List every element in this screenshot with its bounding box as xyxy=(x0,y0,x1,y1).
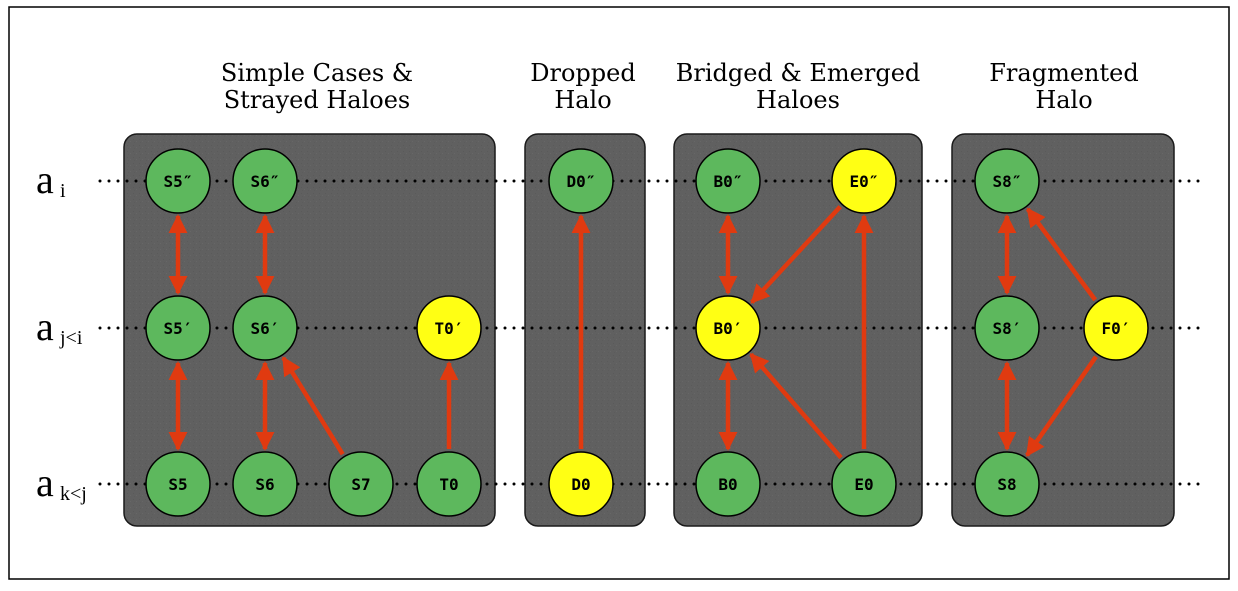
node-label: B0″ xyxy=(714,172,743,191)
node-B0p: B0′ xyxy=(695,295,761,361)
node-S5p: S5′ xyxy=(145,295,211,361)
node-label: S6″ xyxy=(251,172,280,191)
node-circle xyxy=(695,451,761,517)
node-label: S6′ xyxy=(251,319,280,338)
node-circle xyxy=(145,148,211,214)
arrow-E0-B0p xyxy=(749,352,843,460)
row-label-main: a xyxy=(36,304,54,349)
node-D0pp: D0″ xyxy=(548,148,614,214)
node-S6p: S6′ xyxy=(232,295,298,361)
node-circle xyxy=(232,295,298,361)
node-S7: S7 xyxy=(328,451,394,517)
node-label: S8 xyxy=(997,475,1016,494)
node-T0p: T0′ xyxy=(416,295,482,361)
panel-title-simple-line1: Simple Cases & xyxy=(221,59,413,87)
node-circle xyxy=(328,451,394,517)
node-circle xyxy=(695,148,761,214)
node-label: S8″ xyxy=(993,172,1022,191)
node-S5pp: S5″ xyxy=(145,148,211,214)
node-circle xyxy=(145,451,211,517)
node-label: T0′ xyxy=(435,319,464,338)
node-circle xyxy=(974,148,1040,214)
panel-title-simple-line2: Strayed Haloes xyxy=(224,86,411,114)
node-circle xyxy=(831,451,897,517)
node-S5: S5 xyxy=(145,451,211,517)
node-circle xyxy=(548,451,614,517)
row-label-sub: i xyxy=(60,180,66,202)
node-S8pp: S8″ xyxy=(974,148,1040,214)
node-E0pp: E0″ xyxy=(831,148,897,214)
arrow-E0pp-B0p xyxy=(750,205,842,304)
node-F0p: F0′ xyxy=(1083,295,1149,361)
panel-title-fragmented-line2: Halo xyxy=(1035,86,1092,114)
node-B0: B0 xyxy=(695,451,761,517)
node-circle xyxy=(416,451,482,517)
node-B0pp: B0″ xyxy=(695,148,761,214)
node-label: T0 xyxy=(439,475,458,494)
node-label: D0 xyxy=(571,475,590,494)
panel-simple xyxy=(123,133,496,527)
panel-title-bridged-line2: Haloes xyxy=(756,86,840,114)
node-label: S5″ xyxy=(164,172,193,191)
node-circle xyxy=(548,148,614,214)
node-T0: T0 xyxy=(416,451,482,517)
panel-title-dropped-line2: Halo xyxy=(554,86,611,114)
row-label-main: a xyxy=(36,157,54,202)
node-label: B0′ xyxy=(714,319,743,338)
node-label: B0 xyxy=(718,475,737,494)
node-circle xyxy=(695,295,761,361)
node-circle xyxy=(974,451,1040,517)
node-label: E0″ xyxy=(850,172,879,191)
node-label: S5 xyxy=(168,475,187,494)
node-label: S7 xyxy=(351,475,370,494)
node-circle xyxy=(974,295,1040,361)
node-circle xyxy=(232,451,298,517)
arrow-S7-S6p xyxy=(281,356,345,456)
node-S8: S8 xyxy=(974,451,1040,517)
panel-title-dropped-line1: Dropped xyxy=(530,59,635,87)
node-S6pp: S6″ xyxy=(232,148,298,214)
panel-dropped xyxy=(524,133,646,527)
arrow-F0p-S8pp xyxy=(1025,207,1098,302)
row-label-main: a xyxy=(36,460,54,505)
panel-title-bridged-line1: Bridged & Emerged xyxy=(676,59,921,87)
node-S6: S6 xyxy=(232,451,298,517)
row-label-sub: k<j xyxy=(60,483,87,505)
node-D0: D0 xyxy=(548,451,614,517)
node-circle xyxy=(232,148,298,214)
node-label: F0′ xyxy=(1102,319,1131,338)
node-circle xyxy=(1083,295,1149,361)
node-label: E0 xyxy=(854,475,873,494)
node-label: S5′ xyxy=(164,319,193,338)
node-S8p: S8′ xyxy=(974,295,1040,361)
row-label-sub: j<i xyxy=(59,327,83,349)
node-label: S6 xyxy=(255,475,274,494)
row-label-ak: a k<j xyxy=(36,460,87,505)
node-circle xyxy=(831,148,897,214)
node-E0: E0 xyxy=(831,451,897,517)
node-label: D0″ xyxy=(567,172,596,191)
arrow-F0p-S8 xyxy=(1025,355,1098,457)
panel-title-fragmented-line1: Fragmented xyxy=(989,59,1138,87)
node-circle xyxy=(416,295,482,361)
node-circle xyxy=(145,295,211,361)
node-label: S8′ xyxy=(993,319,1022,338)
